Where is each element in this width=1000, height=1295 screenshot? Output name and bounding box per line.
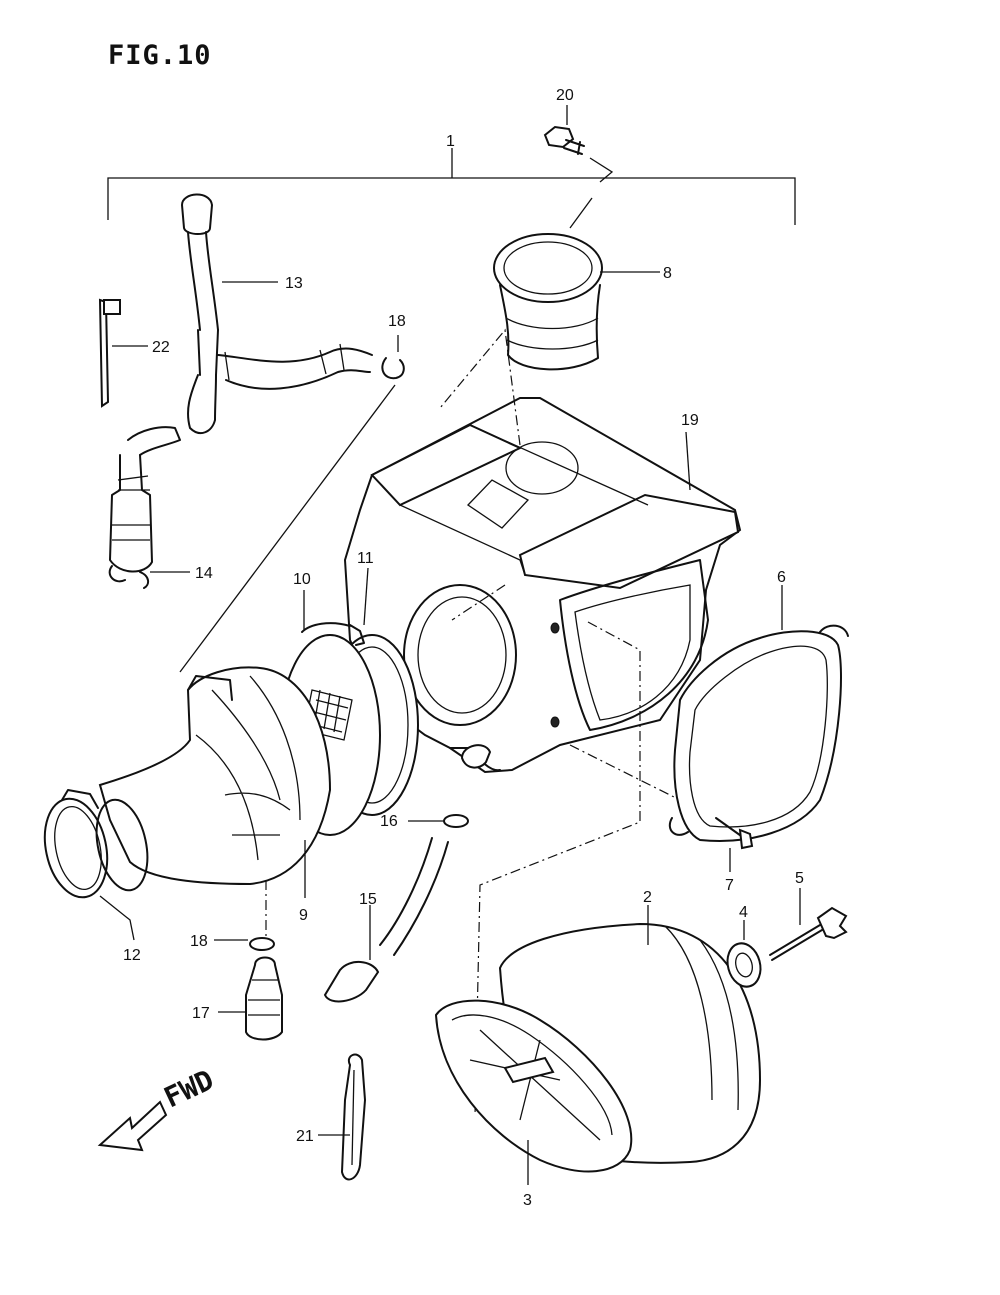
strap-22 [98, 298, 148, 408]
forward-direction-arrow: FWD [97, 1063, 219, 1152]
callout-22: 22 [152, 339, 170, 356]
strap-21 [318, 1053, 367, 1181]
callout-21: 21 [296, 1128, 314, 1145]
case-cover-6 [668, 585, 849, 842]
fwd-label: FWD [159, 1063, 219, 1114]
callout-12: 12 [123, 947, 141, 964]
leader-18-to-inlet [179, 384, 396, 673]
callout-4: 4 [739, 904, 748, 921]
hose-clamp-12 [43, 789, 149, 941]
intake-funnel-8 [493, 197, 660, 371]
callout-2: 2 [643, 889, 652, 906]
callout-17: 17 [192, 1005, 210, 1022]
clip-18-lower [214, 937, 275, 951]
callout-13: 13 [285, 275, 303, 292]
figure-title: FIG.10 [108, 40, 212, 71]
callout-14: 14 [195, 565, 213, 582]
assembly-bracket [107, 148, 796, 225]
callout-1: 1 [446, 133, 455, 150]
callout-15: 15 [359, 891, 377, 908]
callout-6: 6 [777, 569, 786, 586]
breather-hose-14 [108, 426, 190, 589]
air-cleaner-case-19 [343, 397, 742, 774]
wing-bolt-5 [769, 888, 848, 961]
callout-9: 9 [299, 907, 308, 924]
callout-10: 10 [293, 571, 311, 588]
bolt-20 [543, 105, 614, 183]
callout-19: 19 [681, 412, 699, 429]
callout-18-upper: 18 [388, 313, 406, 330]
callout-18-lower: 18 [190, 933, 208, 950]
drain-hose-15-16 [323, 814, 469, 1003]
callout-8: 8 [663, 265, 672, 282]
callout-3: 3 [523, 1192, 532, 1209]
callout-labels: 1 2 3 4 5 6 7 8 9 10 11 12 13 14 15 16 1… [123, 87, 804, 1209]
callout-20: 20 [556, 87, 574, 104]
callout-11: 11 [357, 550, 374, 567]
drain-valve-17 [218, 956, 283, 1041]
callout-7: 7 [725, 877, 734, 894]
callout-5: 5 [795, 870, 804, 887]
breather-hose-13 [180, 193, 373, 435]
grommet-4 [726, 920, 762, 988]
screw-7 [715, 817, 754, 872]
inlet-duct-9 [98, 666, 332, 898]
filter-cage-3 [434, 999, 633, 1185]
callout-16: 16 [380, 813, 398, 830]
clip-18-upper [381, 335, 405, 380]
